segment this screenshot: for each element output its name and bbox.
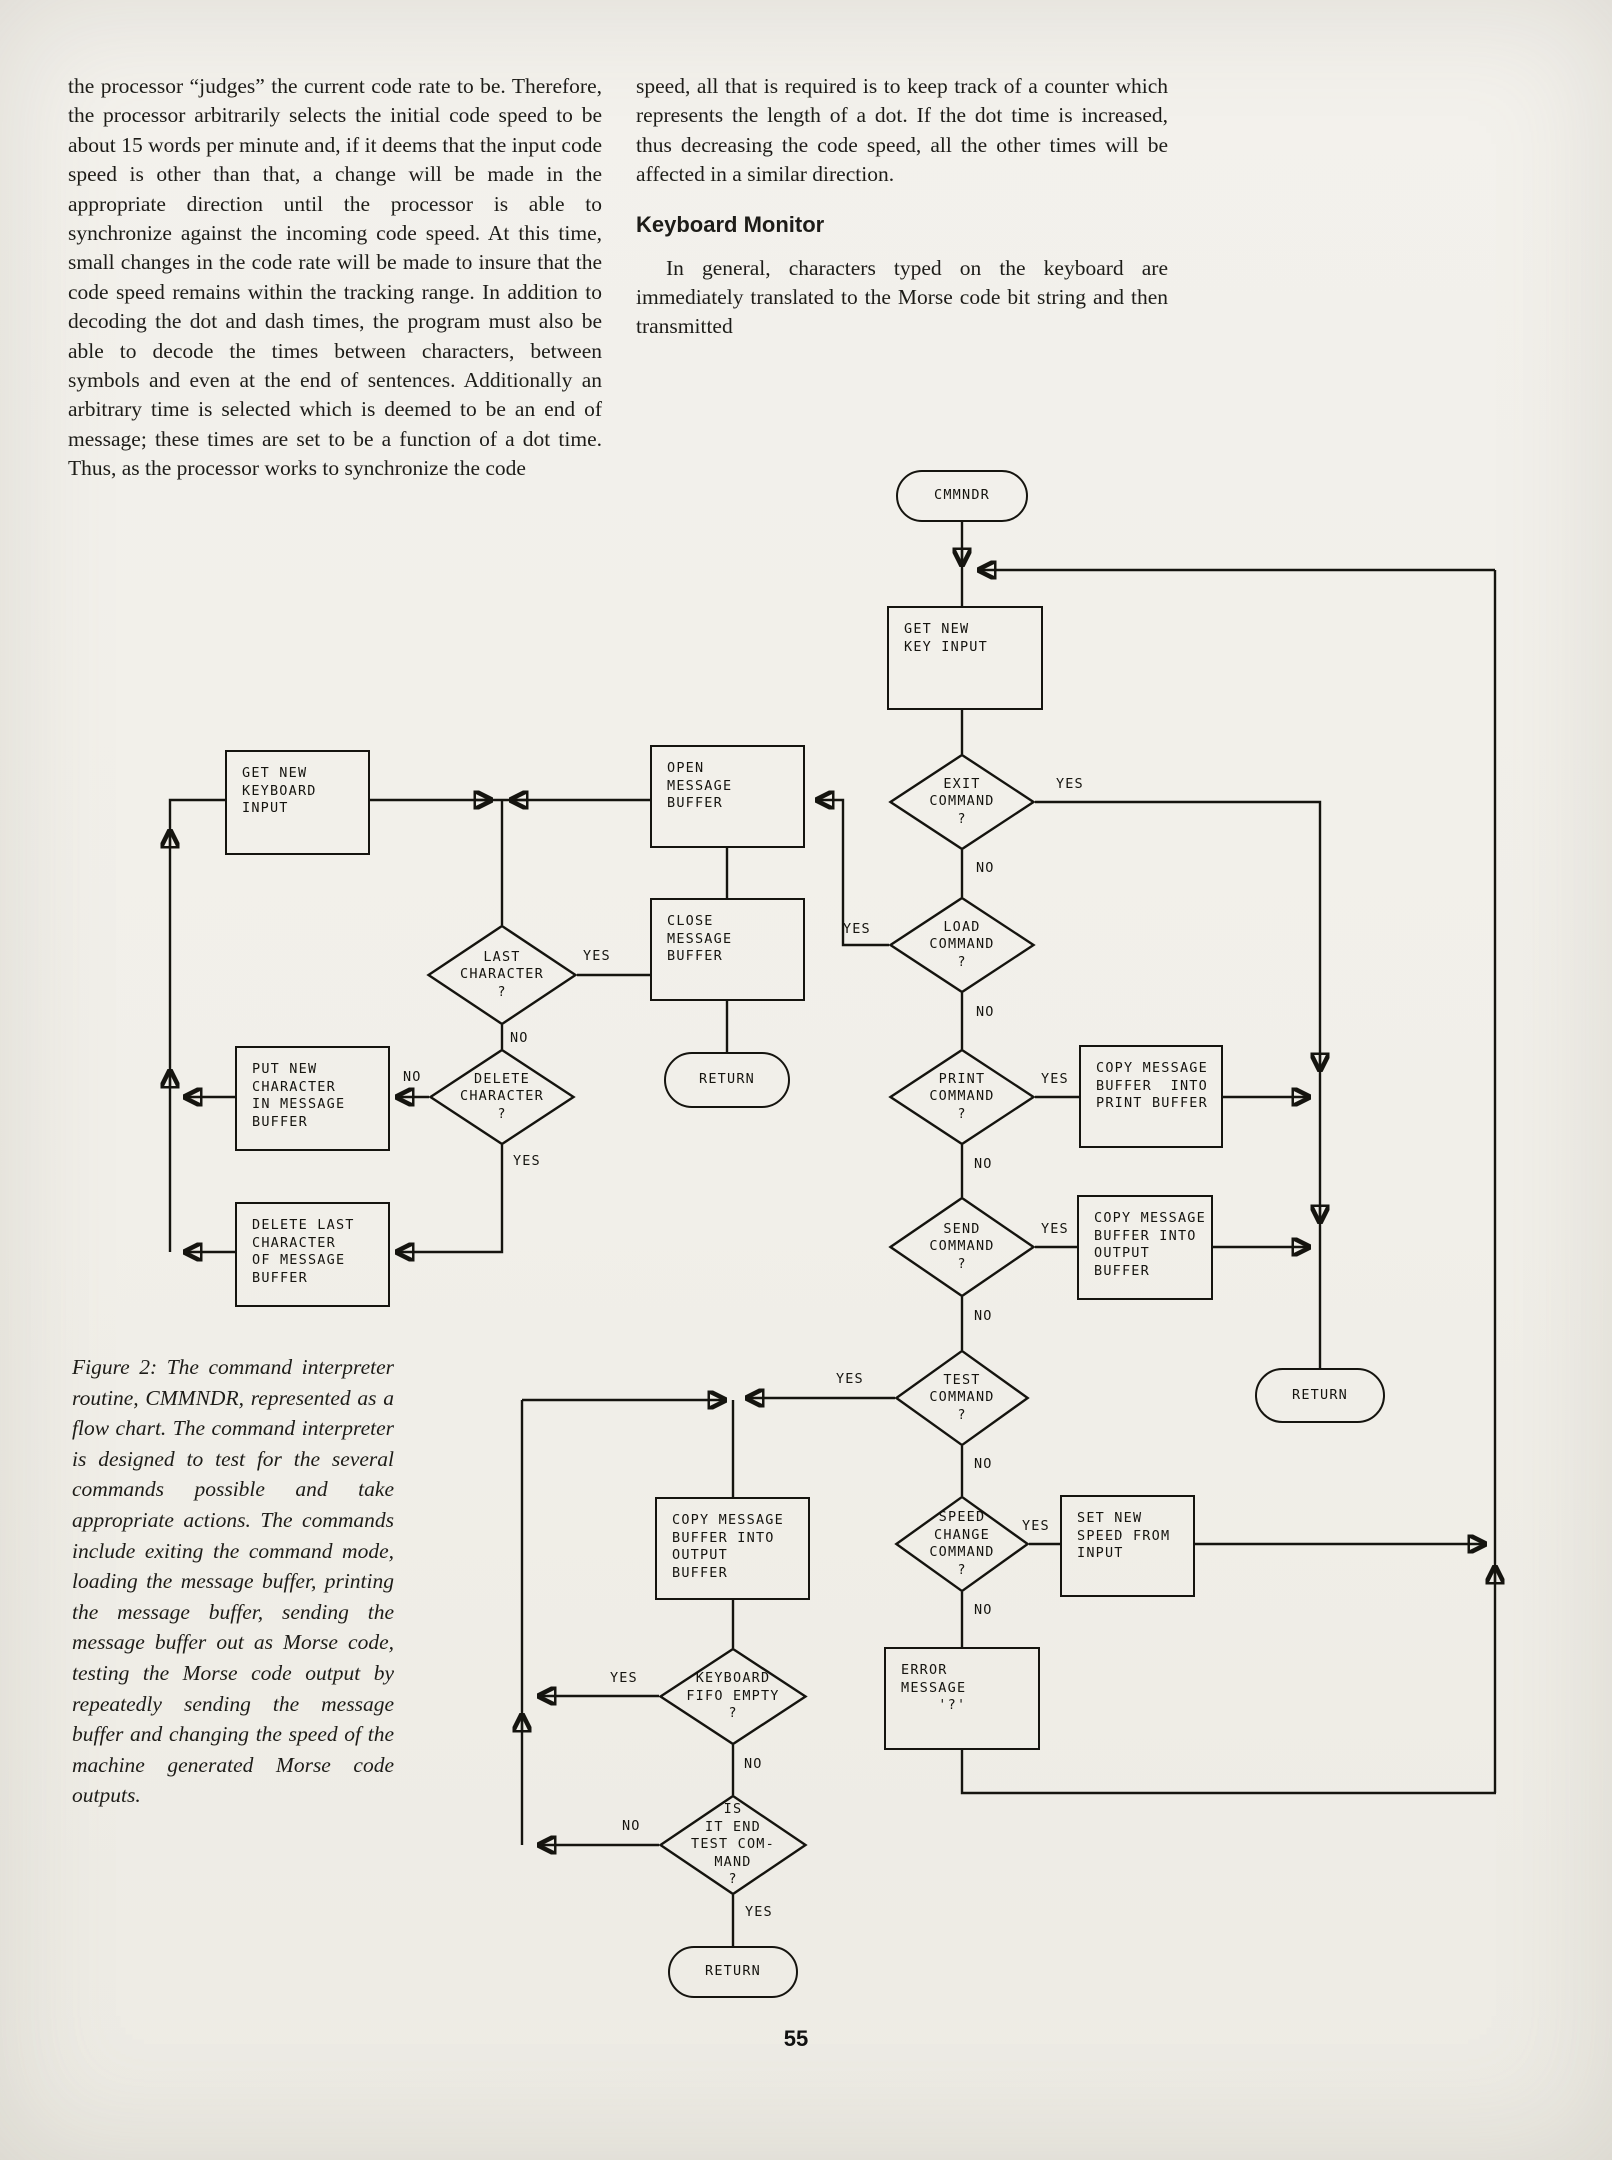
- copy-message-to-output-buffer-send: COPY MESSAGE BUFFER INTO OUTPUT BUFFER: [1077, 1195, 1213, 1300]
- return-terminal-right: RETURN: [1255, 1368, 1385, 1423]
- get-new-keyboard-input: GET NEW KEYBOARD INPUT: [225, 750, 370, 855]
- diamond-shape: [659, 1795, 807, 1895]
- last-character-decision-label: LAST CHARACTER ?: [460, 948, 544, 1000]
- delete-last-character-box: DELETE LAST CHARACTER OF MESSAGE BUFFER: [235, 1202, 390, 1307]
- edge-label-no: NO: [976, 1004, 995, 1020]
- close-message-buffer-label: CLOSE MESSAGE BUFFER: [667, 913, 733, 964]
- article-column-right: speed, all that is required is to keep t…: [636, 72, 1168, 342]
- error-message-box: ERROR MESSAGE '?': [884, 1647, 1040, 1750]
- diamond-shape: [895, 1496, 1029, 1592]
- return-terminal-right-label: RETURN: [1292, 1386, 1348, 1403]
- edge-label-yes: YES: [843, 921, 871, 937]
- open-message-buffer-label: OPEN MESSAGE BUFFER: [667, 760, 733, 811]
- get-new-keyboard-input-label: GET NEW KEYBOARD INPUT: [242, 765, 317, 816]
- diamond-shape: [427, 925, 577, 1025]
- exit-command-decision-label: EXIT COMMAND ?: [929, 775, 995, 827]
- edge-label-yes: YES: [513, 1153, 541, 1169]
- edge-label-no: NO: [974, 1602, 993, 1618]
- edge-label-no: NO: [976, 860, 995, 876]
- diamond-shape: [889, 1197, 1035, 1297]
- copy-message-to-print-buffer: COPY MESSAGE BUFFER INTO PRINT BUFFER: [1079, 1045, 1223, 1148]
- delete-last-character-box-label: DELETE LAST CHARACTER OF MESSAGE BUFFER: [252, 1217, 355, 1286]
- return-terminal-bottom-label: RETURN: [705, 1963, 761, 1980]
- set-new-speed-box-label: SET NEW SPEED FROM INPUT: [1077, 1510, 1171, 1561]
- article-paragraph: In general, characters typed on the keyb…: [636, 255, 1168, 339]
- edge-label-no: NO: [744, 1756, 763, 1772]
- edge-label-yes: YES: [745, 1904, 773, 1920]
- send-command-decision: SEND COMMAND ?: [889, 1197, 1035, 1297]
- edge-label-no: NO: [974, 1308, 993, 1324]
- print-command-decision-label: PRINT COMMAND ?: [929, 1070, 995, 1122]
- cmmndr-terminal-label: CMMNDR: [934, 487, 990, 504]
- diamond-shape: [889, 1049, 1035, 1145]
- load-command-decision: LOAD COMMAND ?: [889, 897, 1035, 993]
- edge-label-yes: YES: [610, 1670, 638, 1686]
- load-command-decision-label: LOAD COMMAND ?: [929, 918, 995, 970]
- section-heading: Keyboard Monitor: [636, 211, 825, 237]
- put-new-character-box: PUT NEW CHARACTER IN MESSAGE BUFFER: [235, 1046, 390, 1151]
- test-command-decision-label: TEST COMMAND ?: [929, 1371, 995, 1423]
- put-new-character-box-label: PUT NEW CHARACTER IN MESSAGE BUFFER: [252, 1061, 346, 1130]
- diamond-shape: [895, 1350, 1029, 1446]
- return-terminal-middle: RETURN: [664, 1052, 790, 1108]
- open-message-buffer: OPEN MESSAGE BUFFER: [650, 745, 805, 848]
- edge-label-no: NO: [974, 1456, 993, 1472]
- copy-message-to-output-buffer-test-label: COPY MESSAGE BUFFER INTO OUTPUT BUFFER: [672, 1512, 784, 1581]
- delete-character-decision: DELETE CHARACTER ?: [429, 1049, 575, 1145]
- page-number: 55: [783, 2026, 809, 2051]
- speed-change-command-decision-label: SPEED CHANGE COMMAND ?: [929, 1509, 995, 1578]
- diamond-shape: [889, 897, 1035, 993]
- return-terminal-middle-label: RETURN: [699, 1071, 755, 1088]
- edge-label-yes: YES: [1041, 1071, 1069, 1087]
- set-new-speed-box: SET NEW SPEED FROM INPUT: [1060, 1495, 1195, 1597]
- print-command-decision: PRINT COMMAND ?: [889, 1049, 1035, 1145]
- test-command-decision: TEST COMMAND ?: [895, 1350, 1029, 1446]
- last-character-decision: LAST CHARACTER ?: [427, 925, 577, 1025]
- article-paragraph: speed, all that is required is to keep t…: [636, 74, 1168, 187]
- is-it-end-test-command-decision-label: IS IT END TEST COM- MAND ?: [691, 1801, 775, 1888]
- send-command-decision-label: SEND COMMAND ?: [929, 1220, 995, 1272]
- return-terminal-bottom: RETURN: [668, 1946, 798, 1998]
- close-message-buffer: CLOSE MESSAGE BUFFER: [650, 898, 805, 1001]
- edge-label-no: NO: [622, 1818, 641, 1834]
- edge-label-yes: YES: [583, 948, 611, 964]
- keyboard-fifo-empty-decision: KEYBOARD FIFO EMPTY ?: [659, 1648, 807, 1745]
- get-new-key-input-label: GET NEW KEY INPUT: [904, 621, 988, 655]
- is-it-end-test-command-decision: IS IT END TEST COM- MAND ?: [659, 1795, 807, 1895]
- copy-message-to-print-buffer-label: COPY MESSAGE BUFFER INTO PRINT BUFFER: [1096, 1060, 1208, 1111]
- edge-label-yes: YES: [1056, 776, 1084, 792]
- diamond-shape: [659, 1648, 807, 1745]
- edge-label-yes: YES: [1041, 1221, 1069, 1237]
- copy-message-to-output-buffer-send-label: COPY MESSAGE BUFFER INTO OUTPUT BUFFER: [1094, 1210, 1206, 1279]
- edge-label-no: NO: [510, 1030, 529, 1046]
- speed-change-command-decision: SPEED CHANGE COMMAND ?: [895, 1496, 1029, 1592]
- error-message-box-label: ERROR MESSAGE '?': [901, 1662, 967, 1713]
- copy-message-to-output-buffer-test: COPY MESSAGE BUFFER INTO OUTPUT BUFFER: [655, 1497, 810, 1600]
- figure-caption: Figure 2: The command interpreter routin…: [72, 1355, 394, 1808]
- exit-command-decision: EXIT COMMAND ?: [889, 754, 1035, 850]
- edge-label-yes: YES: [1022, 1518, 1050, 1534]
- cmmndr-terminal: CMMNDR: [896, 470, 1028, 522]
- edge-label-yes: YES: [836, 1371, 864, 1387]
- edge-label-no: NO: [403, 1069, 422, 1085]
- get-new-key-input: GET NEW KEY INPUT: [887, 606, 1043, 710]
- article-column-left: the processor “judges” the current code …: [68, 74, 602, 481]
- delete-character-decision-label: DELETE CHARACTER ?: [460, 1070, 544, 1122]
- diamond-shape: [429, 1049, 575, 1145]
- edge-label-no: NO: [974, 1156, 993, 1172]
- keyboard-fifo-empty-decision-label: KEYBOARD FIFO EMPTY ?: [686, 1670, 780, 1722]
- diamond-shape: [889, 754, 1035, 850]
